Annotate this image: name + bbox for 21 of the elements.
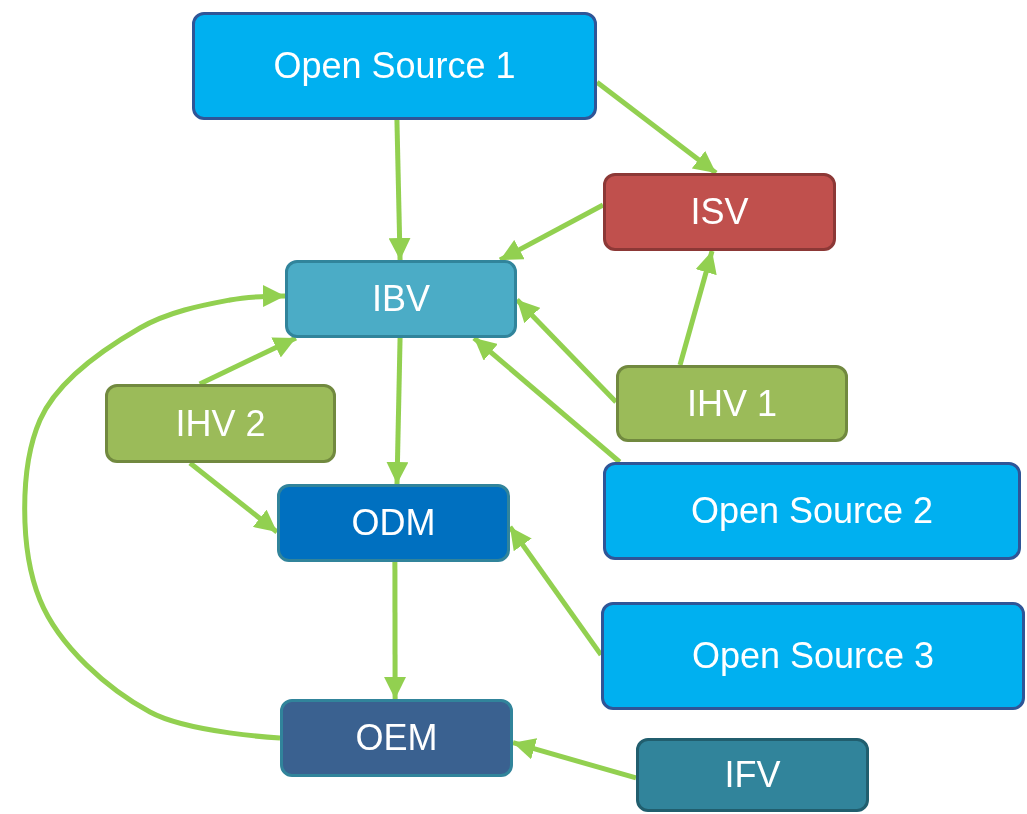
arrow <box>388 119 411 261</box>
arrow <box>472 336 622 464</box>
process-box: Open Source 2 <box>603 462 1021 560</box>
arrow <box>22 285 286 741</box>
process-box: IBV <box>285 260 517 338</box>
process-box: ISV <box>603 173 836 251</box>
arrow <box>677 250 717 366</box>
process-box: ODM <box>277 484 510 562</box>
process-box: OEM <box>280 699 513 777</box>
arrow <box>384 562 407 699</box>
process-box: IHV 2 <box>105 384 336 463</box>
arrow <box>188 461 279 534</box>
arrow <box>515 298 618 404</box>
process-box: IHV 1 <box>616 365 848 442</box>
arrow <box>498 202 605 263</box>
arrow <box>512 738 637 781</box>
process-box: IFV <box>636 738 869 812</box>
arrow <box>595 80 718 175</box>
arrow <box>386 337 409 485</box>
process-box: Open Source 3 <box>601 602 1025 710</box>
process-box: Open Source 1 <box>192 12 597 120</box>
